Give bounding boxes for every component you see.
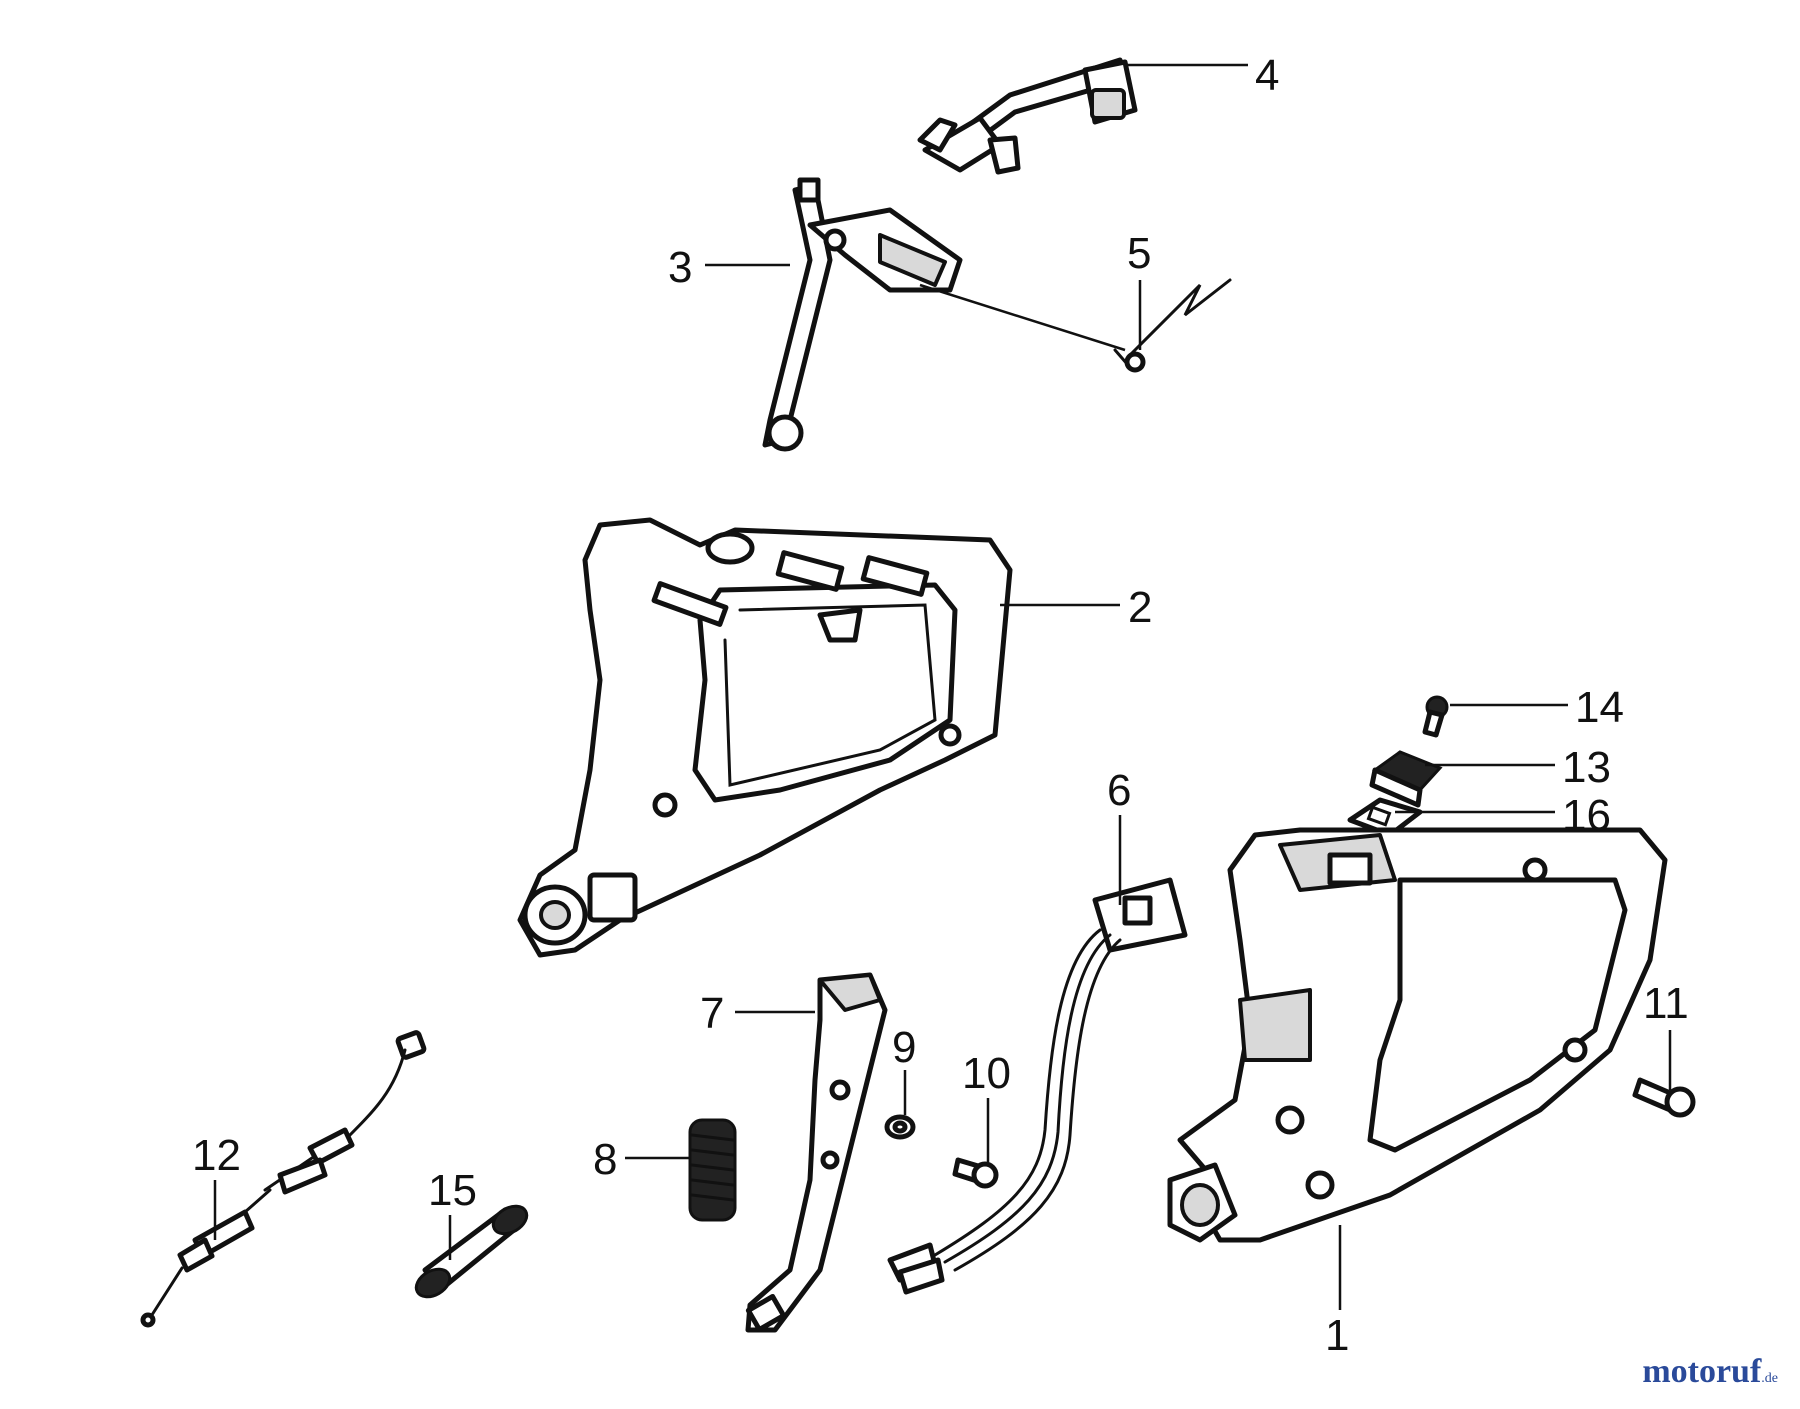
callout-13: 13 [1562, 743, 1611, 792]
callout-5: 5 [1127, 229, 1151, 278]
callout-3: 3 [668, 243, 692, 292]
part-13-switch-cap [1369, 750, 1443, 808]
watermark-brand: motoruf [1642, 1353, 1762, 1390]
part-10-screw [952, 1157, 999, 1189]
part-4-throttle-lever [917, 57, 1138, 175]
callout-16: 16 [1562, 791, 1611, 840]
callout-7: 7 [700, 989, 724, 1038]
part-12-throttle-cable [140, 1030, 427, 1328]
callout-6: 6 [1107, 766, 1131, 815]
part-14-screw [1422, 695, 1449, 738]
part-11-screw [1632, 1077, 1696, 1118]
callout-8: 8 [593, 1135, 617, 1184]
callout-1: 1 [1325, 1311, 1349, 1360]
part-6-switch-with-wires [887, 877, 1188, 1295]
part-15-spring [414, 1204, 529, 1299]
callout-14: 14 [1575, 683, 1624, 732]
leader-3b [919, 283, 1126, 352]
callout-11: 11 [1643, 979, 1689, 1028]
watermark-suffix: .de [1761, 1371, 1778, 1386]
callout-9: 9 [892, 1023, 916, 1072]
part-3-lever [762, 177, 963, 452]
part-5-spring [1113, 278, 1232, 373]
callout-10: 10 [962, 1049, 1011, 1098]
callout-2: 2 [1128, 583, 1152, 632]
part-2-housing-half [517, 517, 1013, 958]
callout-12: 12 [192, 1131, 241, 1180]
part-1-handle-housing [1167, 827, 1668, 1243]
callout-labels: 1 2 3 4 5 6 7 8 9 10 11 12 13 14 15 16 [192, 51, 1689, 1360]
watermark-logo: motoruf.de [1642, 1353, 1778, 1391]
callout-15: 15 [428, 1166, 477, 1215]
part-7-trigger [745, 972, 888, 1333]
part-9-washer [884, 1114, 916, 1140]
callout-4: 4 [1255, 51, 1279, 100]
leader-lines [213, 63, 1672, 1310]
part-8-spring [688, 1118, 737, 1222]
